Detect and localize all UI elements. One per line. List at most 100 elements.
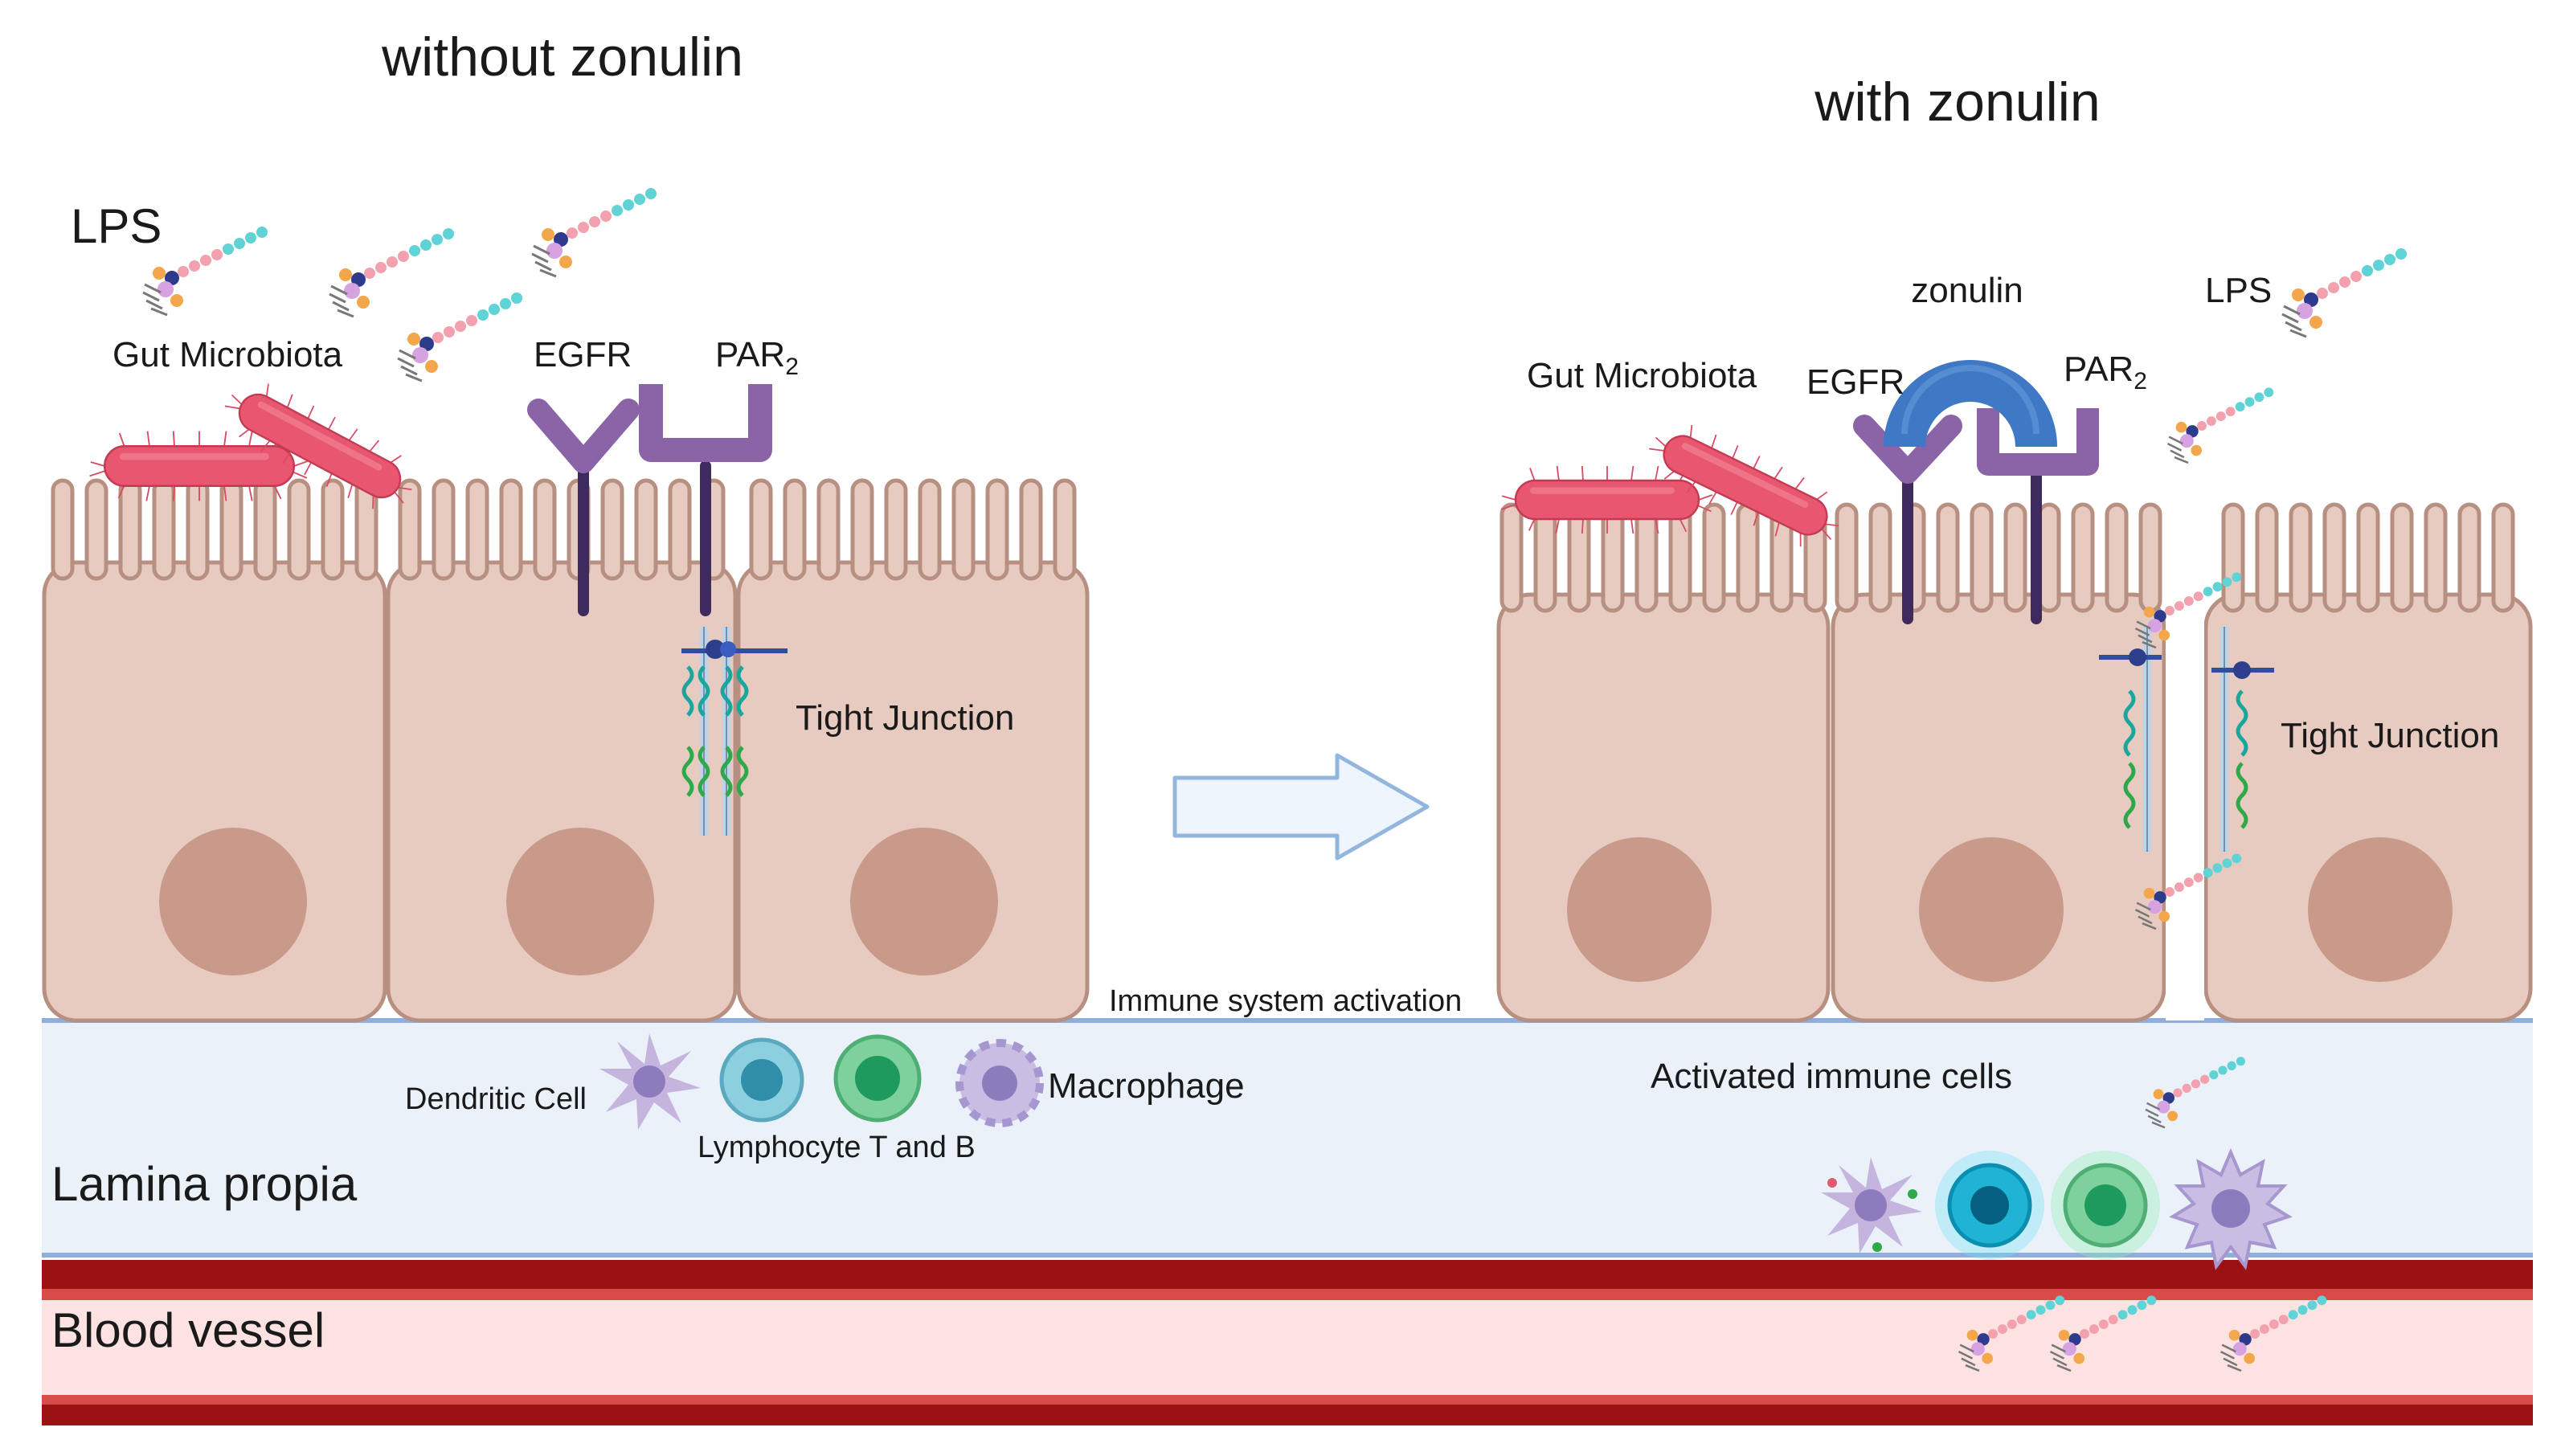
epithelial-cell <box>736 560 1090 1023</box>
microvillus <box>2037 502 2061 613</box>
microvillus <box>2356 502 2380 613</box>
activated-immune-cells-label: Activated immune cells <box>1651 1057 2012 1096</box>
microvillus <box>465 478 489 581</box>
epithelial-cell <box>1496 592 1831 1023</box>
microvillus <box>287 478 311 581</box>
lamina-propia-label: Lamina propia <box>51 1157 358 1211</box>
macrophage-icon <box>959 1043 1040 1123</box>
microvillus <box>634 478 658 581</box>
microvillus <box>398 478 422 581</box>
tight-junction-right <box>2099 611 2274 1020</box>
microvillus <box>152 478 176 581</box>
epithelial-cells-right <box>1496 502 2533 1023</box>
microvillus <box>2424 502 2448 613</box>
par2-label-left: PAR2 <box>715 335 799 380</box>
epithelial-cell <box>1831 592 2166 1023</box>
microvillus <box>2105 502 2129 613</box>
egfr-label-right: EGFR <box>1806 362 1904 402</box>
microvillus <box>2289 502 2313 613</box>
gut-microbiota-label-right: Gut Microbiota <box>1527 356 1757 395</box>
dendritic-cell-label: Dendritic Cell <box>405 1082 587 1116</box>
microvillus <box>2322 502 2346 613</box>
activated-lymphocyte-icon <box>2051 1151 2160 1260</box>
lamina-propia-band <box>42 1020 2533 1255</box>
microvillus <box>1533 502 1557 613</box>
microvillus <box>1736 502 1760 613</box>
microvillus <box>985 478 1009 581</box>
microvillus <box>1053 478 1077 581</box>
blood-vessel-label: Blood vessel <box>51 1303 325 1357</box>
tight-junction-label-right: Tight Junction <box>2281 716 2499 755</box>
microvillus <box>2071 502 2095 613</box>
microvillus <box>951 478 976 581</box>
microvillus <box>1868 502 1892 613</box>
microvillus <box>1970 502 1994 613</box>
egfr-receptor-right <box>1853 415 1962 624</box>
microvillus <box>1835 502 1859 613</box>
lps-molecule-icon <box>2281 247 2408 338</box>
microvillus <box>186 478 210 581</box>
microvillus <box>1567 502 1591 613</box>
microvillus <box>1601 502 1625 613</box>
microvillus <box>51 478 75 581</box>
macrophage-label: Macrophage <box>1048 1066 1245 1106</box>
immune-activation-label: Immune system activation <box>1109 984 1462 1018</box>
title-with-zonulin: with zonulin <box>1814 72 2100 133</box>
activated-macrophage-icon <box>2169 1147 2293 1270</box>
lps-label-right: LPS <box>2205 271 2272 310</box>
microvillus <box>2390 502 2414 613</box>
microvillus <box>668 478 692 581</box>
microvillus <box>600 478 624 581</box>
microvillus <box>749 478 773 581</box>
activated-lymphocyte-icon <box>1935 1151 2044 1260</box>
microvillus <box>2255 502 2279 613</box>
right-arrow-icon <box>1172 753 1430 861</box>
microvillus <box>321 478 345 581</box>
blood-vessel-band <box>42 1260 2533 1425</box>
epithelial-cell <box>386 560 738 1023</box>
microvillus <box>84 478 108 581</box>
epithelial-cells-left <box>42 478 1090 1023</box>
lps-molecule-icon <box>530 186 658 278</box>
epithelial-cell <box>2203 592 2533 1023</box>
zonulin-label: zonulin <box>1911 271 2023 310</box>
microvillus <box>2138 502 2162 613</box>
microvillus <box>816 478 841 581</box>
microvillus <box>533 478 557 581</box>
microvillus <box>499 478 523 581</box>
microvillus <box>2457 502 2481 613</box>
par2-label-right: PAR2 <box>2064 350 2147 395</box>
microvillus <box>253 478 277 581</box>
microvillus <box>118 478 142 581</box>
zonulin-protein <box>1884 360 2057 448</box>
tight-junction-label-left: Tight Junction <box>796 698 1014 738</box>
microvillus <box>850 478 874 581</box>
microvillus <box>884 478 908 581</box>
egfr-label-left: EGFR <box>534 335 632 374</box>
microvillus <box>1499 502 1524 613</box>
lps-molecule-icon <box>328 227 456 318</box>
gut-microbiota-label-left: Gut Microbiota <box>113 335 343 374</box>
microvillus <box>783 478 807 581</box>
par2-receptor-right <box>1977 408 2099 624</box>
par2-receptor-left <box>639 384 772 616</box>
activated-dendritic-cell-icon <box>1821 1157 1922 1254</box>
title-without-zonulin: without zonulin <box>381 27 743 88</box>
microvillus <box>1702 502 1726 613</box>
tight-junction-left <box>681 627 788 836</box>
microvillus <box>1019 478 1043 581</box>
microvillus <box>1936 502 1960 613</box>
egfr-receptor-left <box>527 399 640 616</box>
lps-label-left: LPS <box>71 199 162 253</box>
microvillus <box>1634 502 1659 613</box>
microvillus <box>432 478 456 581</box>
microvillus <box>2221 502 2245 613</box>
microvillus <box>2491 502 2515 613</box>
epithelial-cell <box>42 560 387 1023</box>
lymphocyte-icon <box>833 1034 922 1123</box>
microvillus <box>2003 502 2027 613</box>
lymphocyte-icon <box>719 1037 804 1123</box>
microvillus <box>918 478 942 581</box>
lps-molecule-icon <box>396 291 524 382</box>
